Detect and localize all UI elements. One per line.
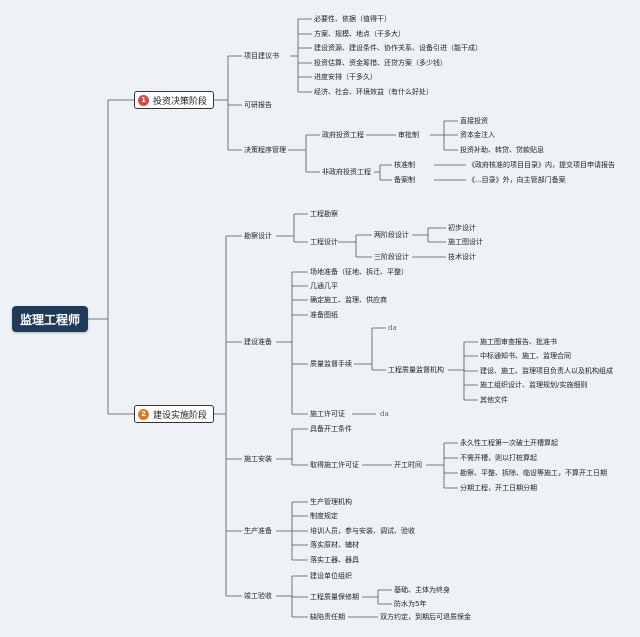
step-number-badge: 1 [138, 94, 149, 106]
node-leaf[interactable]: 防水为5年 [394, 600, 427, 608]
node-production-prep[interactable]: 生产准备 [244, 527, 272, 535]
node-filing-system[interactable]: 备案制 [394, 176, 415, 184]
node-leaf[interactable]: 投资估算、资金筹措、还贷方案（多少钱） [314, 59, 447, 67]
stage-construction-implementation[interactable]: 2 建设实施阶段 [134, 405, 214, 423]
node-leaf[interactable]: 建设单位组织 [310, 572, 352, 580]
node-leaf[interactable]: 施工图设计 [448, 238, 483, 246]
node-engineering-design[interactable]: 工程设计 [310, 238, 338, 246]
stage-investment-decision[interactable]: 1 投资决策阶段 [134, 91, 214, 109]
node-start-time[interactable]: 开工时间 [394, 461, 422, 469]
node-leaf[interactable]: 初步设计 [448, 224, 476, 232]
node-leaf[interactable]: 施工组织设计、监理规划/实施细则 [480, 381, 588, 389]
node-leaf[interactable]: 工程勘察 [310, 210, 338, 218]
node-leaf[interactable]: 几通几平 [310, 282, 338, 290]
node-decision-management[interactable]: 决策程序管理 [244, 146, 286, 154]
node-leaf[interactable]: 建设、施工、监理项目负责人以及机构组成 [480, 367, 613, 375]
node-leaf[interactable]: 建设资源、建设条件、协作关系、设备引进（能干成） [314, 44, 482, 52]
node-construction-install[interactable]: 施工安装 [244, 455, 272, 463]
node-gov-investment[interactable]: 政府投资工程 [322, 131, 364, 139]
node-leaf[interactable]: 落实工器、器具 [310, 556, 359, 564]
node-two-stage-design[interactable]: 两阶段设计 [374, 231, 409, 239]
node-non-gov-investment[interactable]: 非政府投资工程 [322, 168, 371, 176]
node-leaf[interactable]: 场地准备（征地、拆迁、平整） [310, 268, 408, 276]
node-leaf[interactable]: 其他文件 [480, 396, 508, 404]
node-leaf[interactable]: 直接投资 [460, 117, 488, 125]
node-leaf[interactable]: 永久性工程第一次破土开槽算起 [460, 439, 558, 447]
node-leaf[interactable]: 不需开槽，则以打桩算起 [460, 454, 537, 462]
node-leaf[interactable]: 必要性、依据（值得干） [314, 15, 391, 23]
node-obtain-permit[interactable]: 取得施工许可证 [310, 461, 359, 469]
node-leaf[interactable]: 施工图审查报告、批准书 [480, 338, 557, 346]
node-leaf[interactable]: 准备图纸 [310, 311, 338, 319]
node-placeholder[interactable]: da [388, 324, 397, 332]
node-completion-acceptance[interactable]: 竣工验收 [244, 592, 272, 600]
node-quality-agency[interactable]: 工程质量监督机构 [388, 366, 444, 374]
node-placeholder[interactable]: da [380, 410, 389, 418]
node-defect-liability[interactable]: 缺陷责任期 [310, 613, 345, 621]
node-quality-supervision[interactable]: 质量监督手续 [310, 360, 352, 368]
root-node[interactable]: 监理工程师 [12, 306, 88, 332]
node-leaf[interactable]: 分期工程，开工日期分期 [460, 484, 537, 492]
node-leaf[interactable]: 确定施工、监理、供应商 [310, 296, 387, 304]
node-leaf[interactable]: 《政府核准的项目目录》内，提交项目申请报告 [468, 161, 615, 169]
node-leaf[interactable]: 资本金注入 [460, 131, 495, 139]
node-leaf[interactable]: 投资补助、转贷、贷款贴息 [460, 146, 544, 154]
node-three-stage-design[interactable]: 三阶段设计 [374, 253, 409, 261]
node-leaf[interactable]: 具备开工条件 [310, 425, 352, 433]
node-leaf[interactable]: 基础、主体为终身 [394, 586, 450, 594]
node-leaf[interactable]: 方案、规模、地点（干多大） [314, 30, 405, 38]
node-leaf[interactable]: 落实原材、辅材 [310, 541, 359, 549]
node-leaf[interactable]: 经济、社会、环境效益（有什么好处） [314, 88, 433, 96]
node-leaf[interactable]: 中标通知书、施工、监理合同 [480, 352, 571, 360]
node-construction-prep[interactable]: 建设准备 [244, 338, 272, 346]
node-approval-system[interactable]: 审批制 [398, 131, 419, 139]
node-feasibility-report[interactable]: 可研报告 [244, 101, 272, 109]
node-leaf[interactable]: 技术设计 [448, 253, 476, 261]
node-construction-permit[interactable]: 施工许可证 [310, 410, 345, 418]
node-leaf[interactable]: 《...目录》外，向主管部门备案 [468, 176, 566, 184]
stage-label: 投资决策阶段 [153, 96, 208, 107]
node-verification-system[interactable]: 核准制 [394, 161, 415, 169]
node-leaf[interactable]: 培训人员，参与安装、调试、验收 [310, 527, 415, 535]
step-number-badge: 2 [138, 408, 149, 420]
node-warranty-period[interactable]: 工程质量保修期 [310, 593, 359, 601]
node-project-proposal[interactable]: 项目建议书 [244, 52, 279, 60]
node-leaf[interactable]: 生产管理机构 [310, 498, 352, 506]
node-leaf[interactable]: 双方约定，到期后可退质保金 [380, 613, 471, 621]
node-leaf[interactable]: 勘察、平整、拆除、临设等施工，不算开工日期 [460, 469, 607, 477]
stage-label: 建设实施阶段 [153, 410, 208, 421]
node-leaf[interactable]: 进度安排（干多久） [314, 73, 377, 81]
node-leaf[interactable]: 制度规定 [310, 512, 338, 520]
node-survey-design[interactable]: 勘察设计 [244, 232, 272, 240]
